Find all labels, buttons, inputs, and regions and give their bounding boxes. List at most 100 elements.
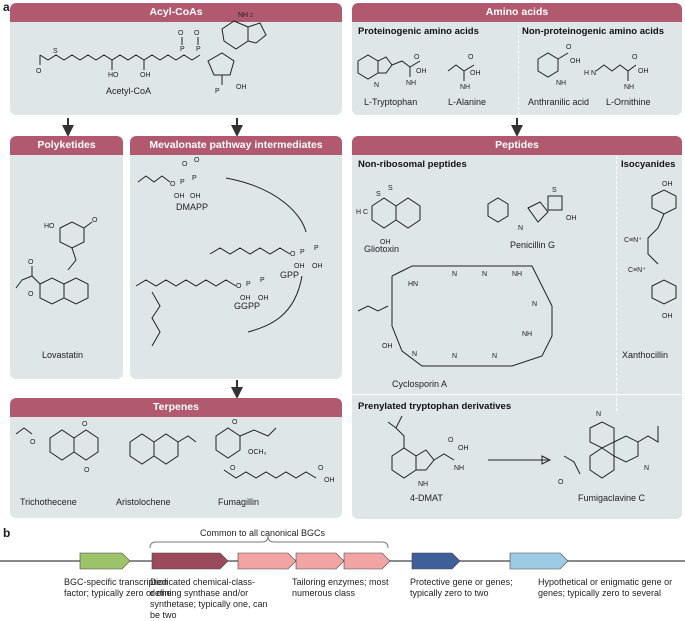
penicillin-g-caption: Penicillin G: [510, 240, 556, 250]
nrp-title: Non-ribosomal peptides: [358, 159, 467, 170]
svg-text:O: O: [28, 259, 34, 266]
svg-text:S: S: [552, 187, 557, 194]
svg-text:O: O: [194, 30, 200, 37]
ggpp-caption: GGPP: [234, 301, 261, 311]
gene-tailoring-arrow-2: [295, 552, 345, 570]
amino-acids-header: Amino acids: [352, 3, 682, 22]
svg-text:OH: OH: [566, 215, 577, 222]
svg-text:P: P: [300, 249, 305, 256]
gliotoxin-caption: Gliotoxin: [364, 244, 400, 254]
svg-text:HO: HO: [44, 223, 55, 230]
svg-text:HN: HN: [408, 281, 418, 288]
mevalonate-header: Mevalonate pathway intermediates: [130, 136, 342, 155]
alanine-caption: L-Alanine: [448, 97, 487, 107]
svg-text:O: O: [632, 54, 638, 61]
svg-text:O: O: [236, 283, 242, 290]
svg-text:2: 2: [250, 13, 253, 19]
svg-text:OH: OH: [324, 477, 335, 484]
fumagillin-caption: Fumagillin: [218, 497, 260, 507]
anthranilic-acid-caption: Anthranilic acid: [528, 97, 590, 107]
svg-text:OH: OH: [570, 58, 581, 65]
bgc-gene-track: [0, 535, 685, 570]
svg-text:OH: OH: [240, 295, 251, 302]
trichothecene-caption: Trichothecene: [20, 497, 77, 507]
peptides-header: Peptides: [352, 136, 682, 155]
svg-text:OH: OH: [380, 239, 391, 246]
svg-text:OH: OH: [294, 263, 305, 270]
svg-text:O: O: [170, 181, 176, 188]
svg-text:O: O: [318, 465, 324, 472]
svg-text:O: O: [84, 467, 90, 474]
peptides-panel: Peptides Non-ribosomal peptides Isocyani…: [352, 136, 682, 519]
svg-text:NH: NH: [460, 84, 470, 91]
svg-text:O: O: [28, 291, 34, 298]
svg-text:C≡N⁺: C≡N⁺: [628, 267, 646, 274]
gene-hypothetical-label: Hypothetical or enigmatic gene or genes;…: [538, 577, 673, 598]
svg-text:NH: NH: [624, 84, 634, 91]
svg-text:O: O: [230, 465, 236, 472]
svg-text:OH: OH: [458, 445, 469, 452]
svg-text:N: N: [452, 271, 457, 278]
ornithine-caption: L-Ornithine: [606, 97, 651, 107]
polyketides-header: Polyketides: [10, 136, 123, 155]
svg-text:O: O: [30, 439, 36, 446]
peptides-divider-horizontal: [352, 394, 682, 395]
svg-text:HO: HO: [108, 72, 119, 79]
acyl-coas-header: Acyl-CoAs: [10, 3, 342, 22]
common-label: Common to all canonical BGCs: [200, 528, 326, 538]
svg-text:O: O: [290, 251, 296, 258]
svg-text:OH: OH: [662, 313, 673, 320]
svg-text:OH: OH: [638, 68, 649, 75]
aristolochene-caption: Aristolochene: [116, 497, 171, 507]
svg-text:P: P: [192, 175, 197, 182]
gene-protective-label: Protective gene or genes; typically zero…: [410, 577, 513, 598]
dmapp-caption: DMAPP: [176, 202, 209, 212]
svg-text:OH: OH: [416, 68, 427, 75]
svg-text:OH: OH: [382, 343, 393, 350]
fumigaclavine-c-caption: Fumigaclavine C: [578, 493, 646, 503]
non-proteinogenic-title: Non-proteinogenic amino acids: [522, 26, 664, 37]
svg-text:O: O: [558, 479, 564, 486]
svg-text:H C: H C: [356, 209, 368, 216]
svg-text:P: P: [180, 179, 185, 186]
svg-text:N: N: [452, 353, 457, 360]
svg-text:NH: NH: [556, 80, 566, 87]
svg-text:OH: OH: [258, 295, 269, 302]
amino-acids-divider: [518, 25, 519, 115]
terpenes-header: Terpenes: [10, 398, 342, 417]
gene-synthase-label: Dedicated chemical-class-defining syntha…: [150, 577, 268, 620]
gene-tf-arrow: [79, 552, 131, 570]
svg-text:OH: OH: [190, 193, 201, 200]
svg-text:NH: NH: [512, 271, 522, 278]
gpp-caption: GPP: [280, 270, 300, 280]
svg-text:N: N: [532, 301, 537, 308]
gene-hypothetical-arrow: [509, 552, 569, 570]
peptides-divider-vertical: [616, 156, 617, 411]
svg-text:O: O: [92, 217, 98, 224]
cyclosporin-a-caption: Cyclosporin A: [392, 379, 448, 389]
svg-text:S: S: [376, 191, 381, 198]
svg-text:C≡N⁺: C≡N⁺: [624, 237, 642, 244]
svg-text:NH: NH: [454, 465, 464, 472]
gene-tailoring-arrow-1: [237, 552, 297, 570]
svg-text:P: P: [246, 281, 251, 288]
gene-tailoring-label: Tailoring enzymes; most numerous class: [292, 577, 389, 598]
svg-text:O: O: [448, 437, 454, 444]
svg-text:O: O: [182, 161, 188, 168]
svg-text:S: S: [53, 48, 58, 55]
svg-text:O: O: [414, 54, 420, 61]
svg-text:P: P: [196, 46, 201, 53]
svg-text:O: O: [566, 44, 572, 51]
panel-letter-a: a: [3, 0, 10, 14]
svg-text:N: N: [374, 82, 379, 89]
svg-text:N: N: [482, 271, 487, 278]
gene-synthase-arrow: [151, 552, 229, 570]
